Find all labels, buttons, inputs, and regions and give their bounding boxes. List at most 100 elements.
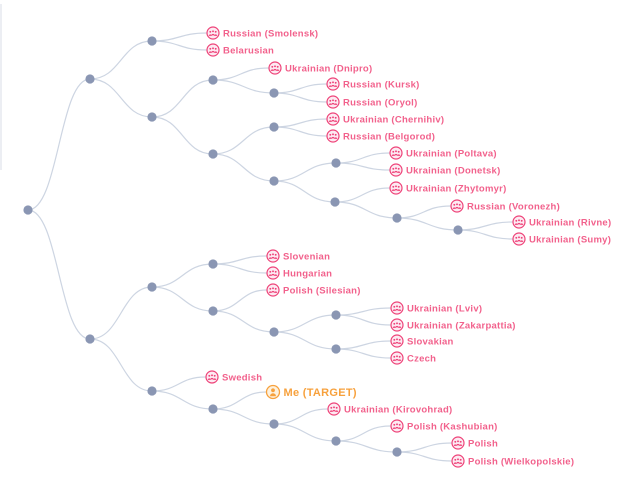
leaf-label: Belarusian (223, 45, 274, 56)
tree-leaf-belarusian: Belarusian (206, 43, 274, 57)
leaf-label: Czech (407, 353, 436, 364)
cluster-node (269, 419, 279, 429)
cluster-node (269, 122, 279, 132)
people-group-icon (512, 232, 526, 246)
tree-edge (151, 116, 214, 155)
tree-edge (212, 79, 275, 94)
tree-edge (396, 442, 452, 453)
tree-edge (89, 338, 153, 392)
people-group-icon (327, 402, 341, 416)
leaf-label: Ukrainian (Chernihiv) (343, 114, 444, 125)
tree-leaf-ukrainian-poltava: Ukrainian (Poltava) (389, 146, 497, 160)
leaf-label: Ukrainian (Sumy) (529, 234, 611, 245)
tree-leaf-ukrainian-zakarpattia: Ukrainian (Zakarpattia) (390, 318, 516, 332)
leaf-label: Polish (Wielkopolskie) (468, 456, 574, 467)
people-group-icon (266, 266, 280, 280)
tree-edge (396, 451, 452, 462)
tree-edge (273, 331, 337, 350)
tree-leaf-ukrainian-zhytomyr: Ukrainian (Zhytomyr) (389, 181, 506, 195)
tree-edge (396, 205, 451, 219)
tree-edge (396, 217, 459, 231)
cluster-node (331, 344, 341, 354)
cluster-node (331, 436, 341, 446)
leaf-label: Russian (Kursk) (343, 79, 420, 90)
tree-edge (335, 162, 390, 171)
people-group-icon (266, 249, 280, 263)
tree-edge (334, 187, 390, 203)
tree-edge (212, 255, 267, 265)
cluster-node (23, 205, 33, 215)
leaf-label: Polish (Kashubian) (407, 421, 498, 432)
people-group-icon (326, 95, 340, 109)
people-group-icon (326, 112, 340, 126)
people-group-icon (390, 334, 404, 348)
cluster-node (85, 74, 95, 84)
tree-edge (212, 408, 275, 425)
leaf-label: Ukrainian (Zakarpattia) (407, 320, 516, 331)
tree-edge (273, 408, 328, 425)
cluster-node (208, 306, 218, 316)
tree-leaf-me-target: Me (TARGET) (265, 384, 357, 400)
tree-edge (273, 180, 336, 203)
tree-edge (151, 32, 207, 42)
tree-edge (273, 126, 327, 137)
tree-edge (212, 67, 269, 81)
leaf-label: Russian (Smolensk) (223, 28, 318, 39)
tree-leaf-ukrainian-sumy: Ukrainian (Sumy) (512, 232, 611, 246)
cluster-node (331, 158, 341, 168)
tree-leaf-ukrainian-lviv: Ukrainian (Lviv) (390, 301, 482, 315)
cluster-node (85, 334, 95, 344)
tree-leaf-russian-voronezh: Russian (Voronezh) (450, 199, 560, 213)
tree-edge (273, 314, 337, 333)
tree-edge (212, 263, 267, 274)
tree-leaf-polish-silesian: Polish (Silesian) (266, 283, 360, 297)
tree-edge (151, 40, 207, 51)
person-icon (265, 384, 281, 400)
cluster-node (392, 213, 402, 223)
tree-edge (457, 221, 513, 231)
tree-leaf-polish: Polish (451, 436, 498, 450)
cluster-node (269, 327, 279, 337)
tree-leaf-ukrainian-kirovohrad: Ukrainian (Kirovohrad) (327, 402, 452, 416)
people-group-icon (390, 351, 404, 365)
leaf-label: Hungarian (283, 268, 332, 279)
tree-edge (335, 348, 391, 359)
cluster-node (208, 404, 218, 414)
people-group-icon (390, 419, 404, 433)
people-group-icon (451, 436, 465, 450)
cluster-node (453, 225, 463, 235)
people-group-icon (389, 181, 403, 195)
tree-edge (212, 391, 267, 410)
leaf-label: Ukrainian (Poltava) (406, 148, 497, 159)
people-group-icon (390, 318, 404, 332)
cluster-node (330, 197, 340, 207)
people-group-icon (390, 301, 404, 315)
people-group-icon (389, 146, 403, 160)
cluster-node (208, 259, 218, 269)
tree-edge (151, 390, 214, 410)
people-group-icon (206, 26, 220, 40)
leaf-label: Russian (Oryol) (343, 97, 418, 108)
tree-edge (212, 310, 275, 333)
tree-leaf-russian-oryol: Russian (Oryol) (326, 95, 418, 109)
people-group-icon (266, 283, 280, 297)
people-group-icon (205, 370, 219, 384)
cluster-node (269, 176, 279, 186)
people-group-icon (512, 215, 526, 229)
tree-edge (212, 126, 275, 155)
tree-edge (335, 440, 398, 453)
tree-edge (212, 153, 275, 182)
canvas-left-border (0, 4, 2, 170)
cluster-node (269, 88, 279, 98)
tree-edge (273, 118, 327, 128)
tree-leaf-polish-kashubian: Polish (Kashubian) (390, 419, 498, 433)
tree-edge (151, 376, 206, 392)
tree-edge (27, 209, 91, 340)
leaf-label: Ukrainian (Donetsk) (406, 165, 501, 176)
tree-leaf-swedish: Swedish (205, 370, 262, 384)
tree-leaf-ukrainian-rivne: Ukrainian (Rivne) (512, 215, 611, 229)
cluster-node (147, 282, 157, 292)
leaf-label: Ukrainian (Dnipro) (285, 63, 372, 74)
